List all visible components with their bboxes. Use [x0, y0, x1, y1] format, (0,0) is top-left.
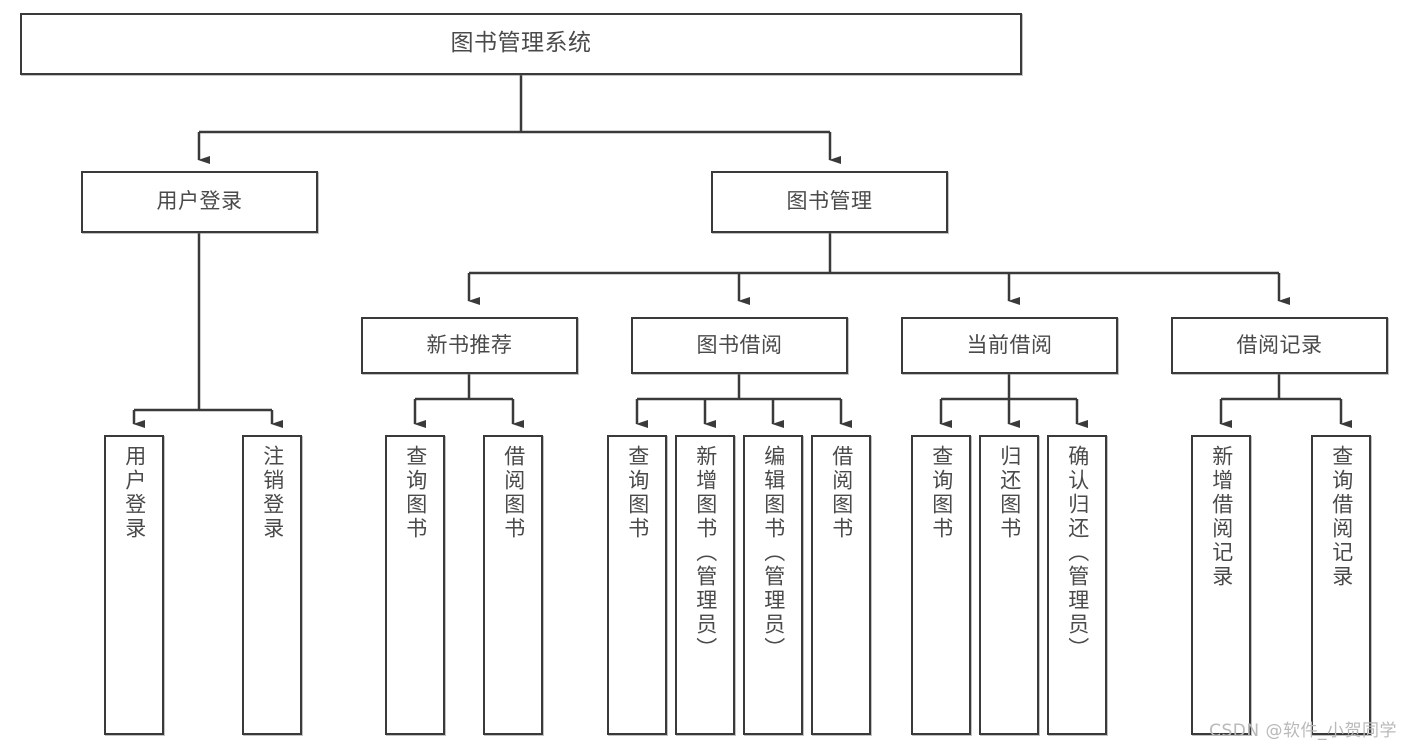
- node-leaf-query-book-1[interactable]: 查询图书: [385, 435, 445, 735]
- node-leaf-query-book-3-label: 查询图书: [929, 445, 954, 541]
- node-leaf-query-record-label: 查询借阅记录: [1329, 445, 1354, 589]
- node-leaf-user-login-label: 用户登录: [122, 445, 147, 541]
- node-user-login[interactable]: 用户登录: [81, 171, 318, 233]
- node-current-borrow-label: 当前借阅: [966, 332, 1053, 357]
- node-leaf-borrow-book-2-label: 借阅图书: [829, 445, 854, 541]
- node-leaf-borrow-book-1-label: 借阅图书: [501, 445, 526, 541]
- node-leaf-query-book-1-label: 查询图书: [403, 445, 428, 541]
- node-root-label: 图书管理系统: [450, 30, 592, 57]
- node-book-borrow-label: 图书借阅: [696, 332, 783, 357]
- node-new-book-recommend-label: 新书推荐: [426, 332, 513, 357]
- node-leaf-logout-login-label: 注销登录: [260, 445, 285, 541]
- node-leaf-query-book-2[interactable]: 查询图书: [607, 435, 667, 735]
- node-leaf-confirm-return-label: 确认归还（管理员）: [1065, 445, 1090, 661]
- node-leaf-user-login[interactable]: 用户登录: [104, 435, 164, 735]
- node-leaf-query-record[interactable]: 查询借阅记录: [1311, 435, 1371, 735]
- node-new-book-recommend[interactable]: 新书推荐: [361, 317, 578, 374]
- node-leaf-add-book-label: 新增图书（管理员）: [693, 445, 718, 661]
- node-book-manage-label: 图书管理: [786, 189, 873, 214]
- node-leaf-add-book[interactable]: 新增图书（管理员）: [675, 435, 735, 735]
- node-leaf-logout-login[interactable]: 注销登录: [242, 435, 302, 735]
- node-leaf-edit-book[interactable]: 编辑图书（管理员）: [743, 435, 803, 735]
- node-root[interactable]: 图书管理系统: [20, 13, 1022, 75]
- node-leaf-add-record[interactable]: 新增借阅记录: [1191, 435, 1251, 735]
- csdn-watermark: CSDN @软件_小贺同学: [1209, 721, 1397, 741]
- node-leaf-confirm-return[interactable]: 确认归还（管理员）: [1047, 435, 1107, 735]
- node-user-login-label: 用户登录: [156, 189, 243, 214]
- node-leaf-borrow-book-1[interactable]: 借阅图书: [483, 435, 543, 735]
- node-borrow-record-label: 借阅记录: [1236, 332, 1323, 357]
- node-current-borrow[interactable]: 当前借阅: [901, 317, 1118, 374]
- node-leaf-query-book-2-label: 查询图书: [625, 445, 650, 541]
- node-leaf-add-record-label: 新增借阅记录: [1209, 445, 1234, 589]
- node-leaf-return-book-label: 归还图书: [997, 445, 1022, 541]
- node-borrow-record[interactable]: 借阅记录: [1171, 317, 1388, 374]
- node-leaf-query-book-3[interactable]: 查询图书: [911, 435, 971, 735]
- node-leaf-borrow-book-2[interactable]: 借阅图书: [811, 435, 871, 735]
- node-book-borrow[interactable]: 图书借阅: [631, 317, 848, 374]
- node-leaf-edit-book-label: 编辑图书（管理员）: [761, 445, 786, 661]
- node-leaf-return-book[interactable]: 归还图书: [979, 435, 1039, 735]
- node-book-manage[interactable]: 图书管理: [711, 171, 948, 233]
